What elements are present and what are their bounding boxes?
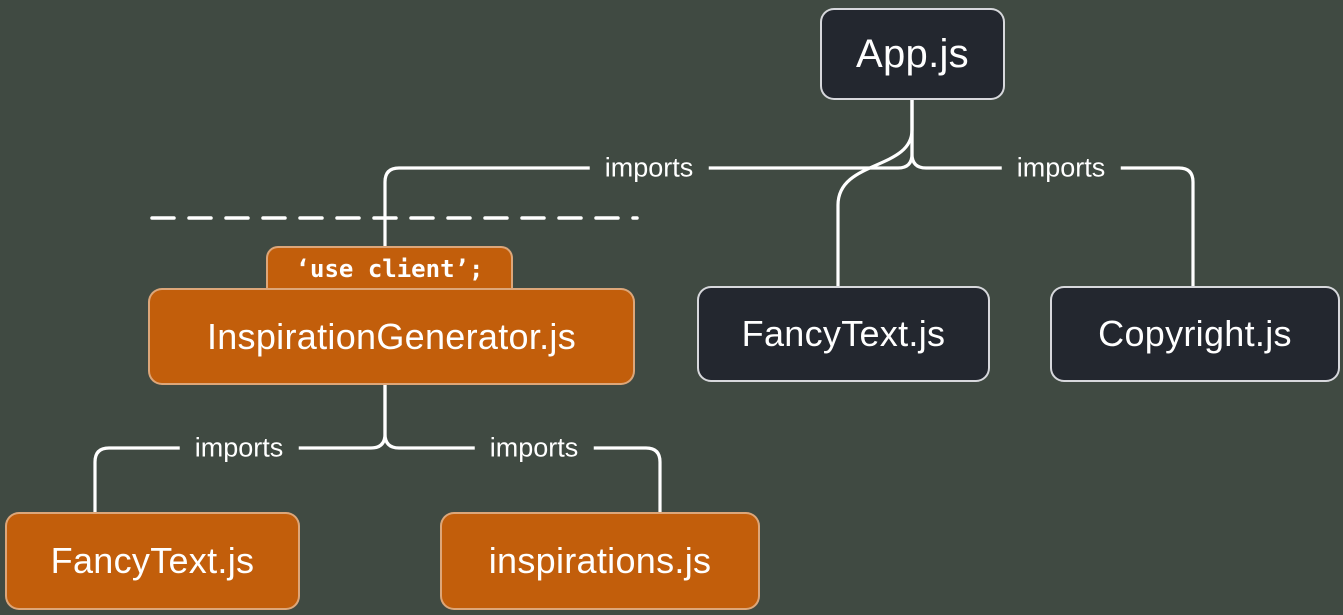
node-fancytext-js-server: FancyText.js — [697, 286, 990, 382]
node-copyright-js: Copyright.js — [1050, 286, 1340, 382]
edge-label-imports-ig-to-inspirations: imports — [474, 430, 594, 466]
node-inspirations-js: inspirations.js — [440, 512, 760, 610]
edge-label-imports-app-to-copyright: imports — [1001, 150, 1121, 186]
edge-app-to-fancytext — [836, 98, 914, 289]
node-app-js: App.js — [820, 8, 1005, 100]
edge-app-to-copyright — [910, 98, 1195, 289]
node-fancytext-js-client: FancyText.js — [5, 512, 300, 610]
edge-label-imports-ig-to-fancytext: imports — [179, 430, 299, 466]
node-inspiration-generator-js: InspirationGenerator.js — [148, 288, 635, 385]
edge-label-imports-app-to-inspiration: imports — [589, 150, 709, 186]
